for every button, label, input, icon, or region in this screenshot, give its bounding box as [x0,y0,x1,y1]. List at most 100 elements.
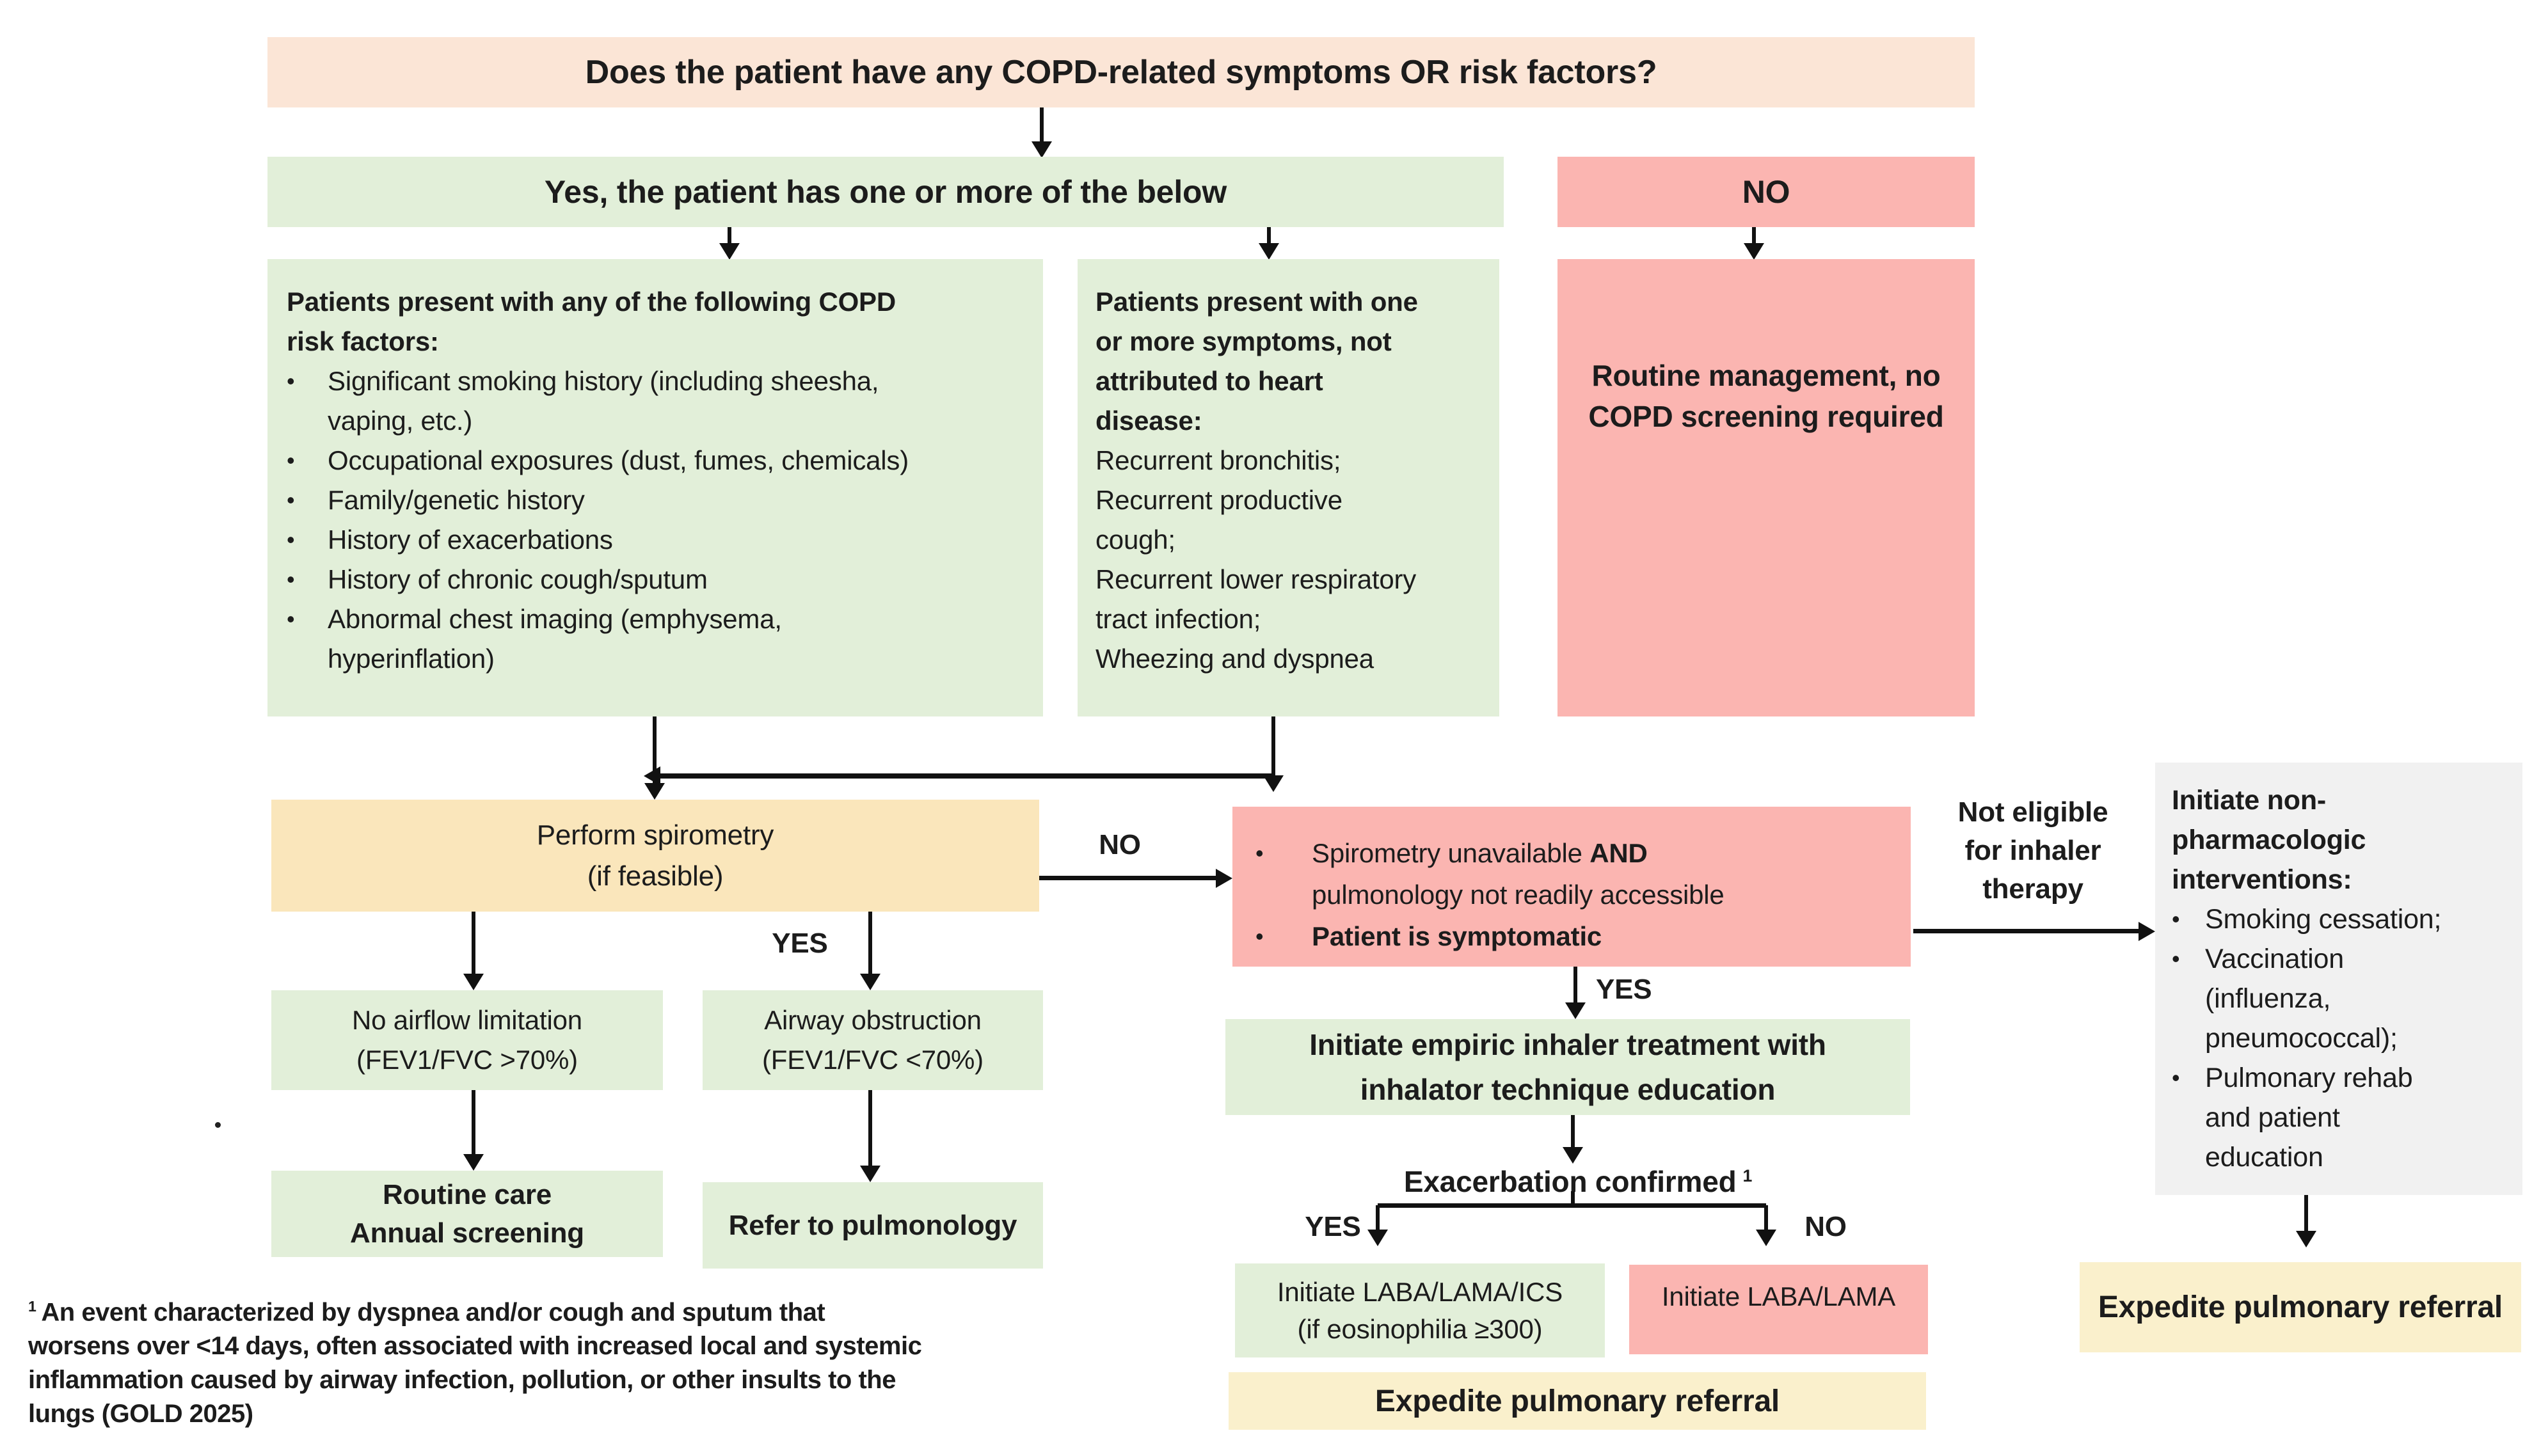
exacerbation-sup: 1 [1742,1166,1753,1185]
risk-bullet-text: Family/genetic history [328,485,585,515]
risk-bullet-item: • Significant smoking history (including… [287,361,1024,441]
empiric-treatment-box: Initiate empiric inhaler treatment with … [1225,1019,1910,1115]
spirometry-box: Perform spirometry (if feasible) [271,800,1039,912]
risk-bullet-text: Significant smoking history (including s… [328,366,879,436]
nonpharm-bullet-item: • Pulmonary rehab and patient education [2172,1058,2512,1177]
footnote-text: An event characterized by dyspnea and/or… [28,1298,922,1428]
yes-box: Yes, the patient has one or more of the … [267,157,1504,227]
unavailable-bullet-2: • Patient is symptomatic [1255,915,1898,957]
arrow-no-to-routine-head [1744,243,1764,260]
unavailable-b1-line2: pulmonology not readily accessible [1312,880,1725,910]
bullet-dot-icon: • [287,526,295,553]
risk-bullet-item: • History of chronic cough/sputum [287,560,1024,599]
arrow-yes-to-symptoms-line [1267,227,1271,245]
refer-pulmonology-text: Refer to pulmonology [728,1209,1017,1241]
nonpharm-list: • Smoking cessation; • Vaccination (infl… [2172,899,2512,1177]
title-box: Does the patient have any COPD-related s… [267,37,1975,107]
routine-management-text: Routine management, no COPD screening re… [1588,359,1944,433]
routine-care-text: Routine care Annual screening [350,1178,584,1249]
unavailable-bullet-1-text: Spirometry unavailable AND pulmonology no… [1312,832,1898,915]
title-text: Does the patient have any COPD-related s… [585,54,1657,91]
arrow-nonpharm-down-head [2296,1231,2316,1247]
no-airflow-box: No airflow limitation (FEV1/FVC >70%) [271,990,663,1090]
branch-left-line [1376,1205,1380,1231]
laba-lama-box: Initiate LABA/LAMA [1629,1265,1928,1354]
branch-left-head [1367,1230,1388,1246]
symptoms-header: Patients present with one or more sympto… [1095,287,1418,436]
risk-bullet-text: Abnormal chest imaging (emphysema, hyper… [328,604,782,674]
risk-factors-box: Patients present with any of the followi… [267,259,1043,716]
unavailable-b1-normal: Spirometry unavailable [1312,838,1590,868]
conn-symptoms-down-head [1263,775,1284,792]
symptoms-box: Patients present with one or more sympto… [1078,259,1499,716]
nonpharm-bullet-item: • Smoking cessation; [2172,899,2512,939]
laba-lama-text: Initiate LABA/LAMA [1661,1281,1896,1311]
risk-bullet-item: • Family/genetic history [287,480,1024,520]
bullet-dot-icon: • [2172,946,2180,972]
bullet-dot-icon: • [287,566,295,592]
conn-risk-down-line [653,716,657,784]
arrow-unavailable-to-nonpharm-head [2139,922,2155,941]
unavailable-b1-bold: AND [1589,838,1648,868]
branch-right-head [1756,1230,1776,1246]
empiric-treatment-text: Initiate empiric inhaler treatment with … [1309,1028,1826,1106]
conn-horizontal-line [659,773,1273,779]
arrow-title-to-yes-head [1032,141,1052,158]
bullet-dot-icon: • [287,487,295,513]
laba-lama-ics-box: Initiate LABA/LAMA/ICS (if eosinophilia … [1235,1263,1605,1357]
arrow-spiro-to-unavailable-head [1216,869,1232,888]
arrow-empiric-down-line [1571,1115,1575,1148]
risk-factors-header: Patients present with any of the followi… [287,287,896,356]
yes-spirometry-label: YES [772,928,828,959]
nonpharm-bullet-text: Pulmonary rehab and patient education [2205,1063,2413,1173]
arrow-yes-to-risk-head [719,243,740,260]
branch-horizontal-line [1378,1203,1766,1208]
risk-bullet-item: • History of exacerbations [287,520,1024,560]
arrow-empiric-down-head [1563,1147,1583,1164]
branch-stub-line [1571,1191,1575,1207]
risk-bullet-text: History of chronic cough/sputum [328,564,708,594]
bullet-dot-icon: • [287,368,295,394]
routine-care-box: Routine care Annual screening [271,1171,663,1257]
yes-branch-label: YES [1305,1211,1361,1242]
expedite-referral-right-text: Expedite pulmonary referral [2098,1290,2503,1324]
exacerbation-text: Exacerbation confirmed [1403,1165,1737,1198]
bullet-dot-icon: • [2172,1064,2180,1091]
arrow-title-to-yes-line [1040,107,1044,143]
risk-bullet-item: • Occupational exposures (dust, fumes, c… [287,441,1024,480]
stray-dot [215,1122,221,1128]
yes-mid-label: YES [1596,974,1652,1005]
no-airflow-text: No airflow limitation (FEV1/FVC >70%) [352,1005,582,1075]
no-spirometry-label: NO [1099,829,1141,860]
nonpharm-header: Initiate non- pharmacologic intervention… [2172,785,2366,895]
arrow-airflow-down-line [472,1090,475,1155]
nonpharm-box: Initiate non- pharmacologic intervention… [2155,763,2522,1195]
arrow-obstruction-down-line [868,1090,872,1167]
bullet-dot-icon: • [287,606,295,632]
arrow-obstruction-down-head [860,1166,880,1182]
arrow-unavailable-yes-head [1565,1002,1586,1019]
refer-pulmonology-box: Refer to pulmonology [703,1182,1043,1269]
obstruction-box: Airway obstruction (FEV1/FVC <70%) [703,990,1043,1090]
conn-risk-down-head [644,783,665,800]
no-branch-label: NO [1804,1211,1847,1242]
expedite-referral-mid-text: Expedite pulmonary referral [1374,1384,1780,1418]
nonpharm-bullet-text: Vaccination (influenza, pneumococcal); [2205,944,2398,1054]
arrow-spiro-left-line [472,912,475,975]
no-box: NO [1557,157,1975,227]
bullet-dot-icon: • [287,447,295,473]
arrow-spiro-to-unavailable-line [1039,876,1217,880]
arrow-spiro-right-line [868,912,872,975]
arrow-airflow-down-head [463,1154,484,1171]
arrow-yes-to-risk-line [728,227,731,245]
arrow-spiro-right-head [860,974,880,990]
no-box-text: NO [1742,174,1790,210]
arrow-spiro-left-head [463,974,484,990]
branch-right-line [1764,1205,1768,1231]
conn-symptoms-down-line [1271,716,1275,775]
bullet-dot-icon: • [2172,906,2180,932]
nonpharm-bullet-item: • Vaccination (influenza, pneumococcal); [2172,939,2512,1058]
